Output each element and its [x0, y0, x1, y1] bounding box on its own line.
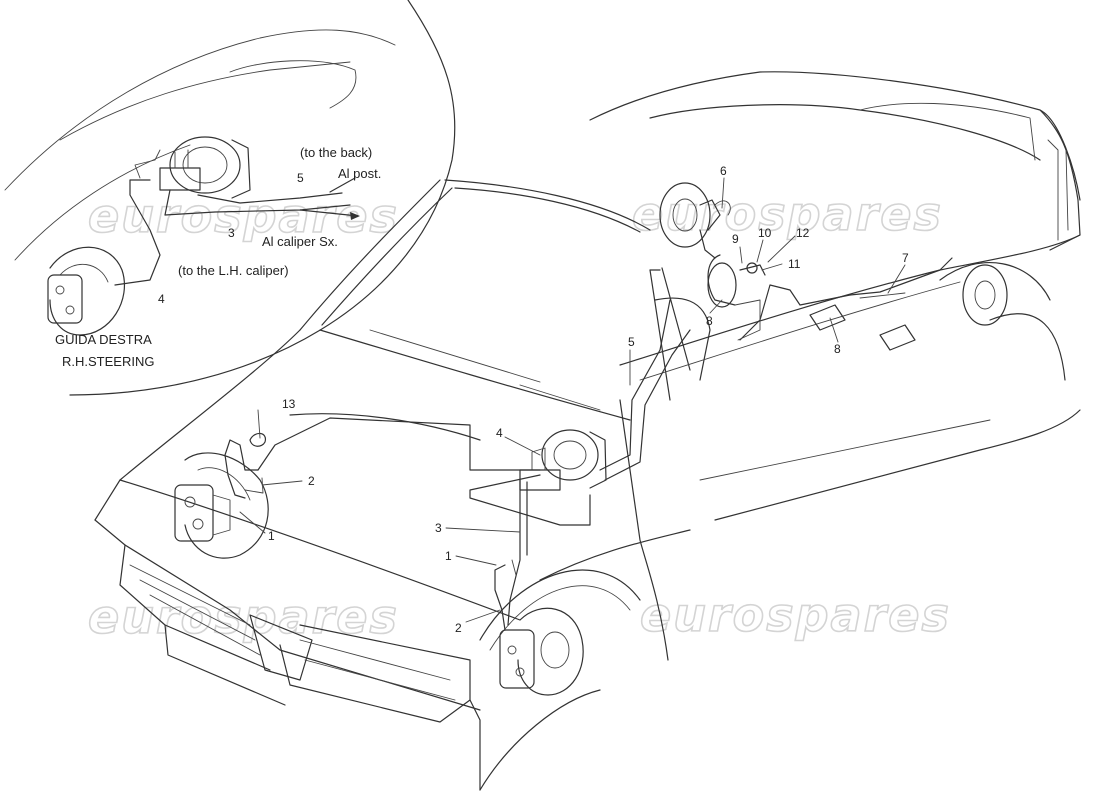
watermarks: eurospares eurospares eurospares eurospa… [87, 186, 951, 645]
callout-13: 13 [282, 397, 296, 411]
callout-8a: 8 [706, 314, 713, 328]
inset-label-5: 5 [297, 171, 304, 185]
inset-text-rh-steering: R.H.STEERING [62, 354, 154, 369]
callouts: 13 2 1 3 4 5 6 7 8 8 9 10 11 12 1 2 [268, 164, 909, 635]
callout-4: 4 [496, 426, 503, 440]
watermark-top-right: eurospares [632, 187, 943, 241]
inset-pipe-3 [164, 189, 351, 216]
inset-pipe-4-b [134, 149, 161, 179]
inset-rh-steering: 5 3 4 (to the back) Al post. Al caliper … [4, 0, 456, 396]
callout-1b: 1 [445, 549, 452, 563]
front-right-disc-brake [499, 607, 584, 696]
inset-disc-brake [47, 246, 126, 336]
inset-arrow-caliper [299, 209, 359, 217]
inset-arrowhead [350, 212, 360, 220]
watermark-top-left: eurospares [88, 189, 399, 243]
callout-8b: 8 [834, 342, 841, 356]
watermark-bottom-left: eurospares [88, 590, 399, 644]
front-left-disc-brake [174, 452, 269, 559]
callout-2a: 2 [308, 474, 315, 488]
inset-hood-2 [59, 61, 351, 141]
car-body [94, 71, 1081, 791]
callout-12: 12 [796, 226, 810, 240]
inset-pipe-5 [197, 192, 343, 204]
inset-master-cylinder [159, 136, 251, 199]
callout-6: 6 [720, 164, 727, 178]
inset-windscreen [229, 60, 357, 109]
inset-label-3: 3 [228, 226, 235, 240]
master-cylinder [519, 429, 607, 491]
callout-7: 7 [902, 251, 909, 265]
callout-1a: 1 [268, 529, 275, 543]
inset-text-to-lh-caliper: (to the L.H. caliper) [178, 263, 289, 278]
brake-pipes [224, 182, 953, 631]
fitting-13 [249, 432, 267, 447]
callout-3: 3 [435, 521, 442, 535]
inset-label-4: 4 [158, 292, 165, 306]
callout-10: 10 [758, 226, 772, 240]
inset-cowl [14, 144, 191, 261]
rear-disc [962, 264, 1008, 326]
inset-hood [4, 29, 396, 191]
watermark-bottom-right: eurospares [640, 588, 951, 642]
callout-5: 5 [628, 335, 635, 349]
inset-pipe-4 [114, 179, 161, 286]
callout-9: 9 [732, 232, 739, 246]
callout-2b: 2 [455, 621, 462, 635]
inset-text-al-post: Al post. [338, 166, 381, 181]
callout-11: 11 [788, 257, 801, 271]
leader-lines [239, 177, 906, 623]
inset-text-guida-destra: GUIDA DESTRA [55, 332, 152, 347]
inset-text-al-caliper: Al caliper Sx. [262, 234, 338, 249]
inset-text-to-back: (to the back) [300, 145, 372, 160]
inset-boundary [69, 0, 456, 396]
inset-arrow-back [329, 177, 356, 193]
